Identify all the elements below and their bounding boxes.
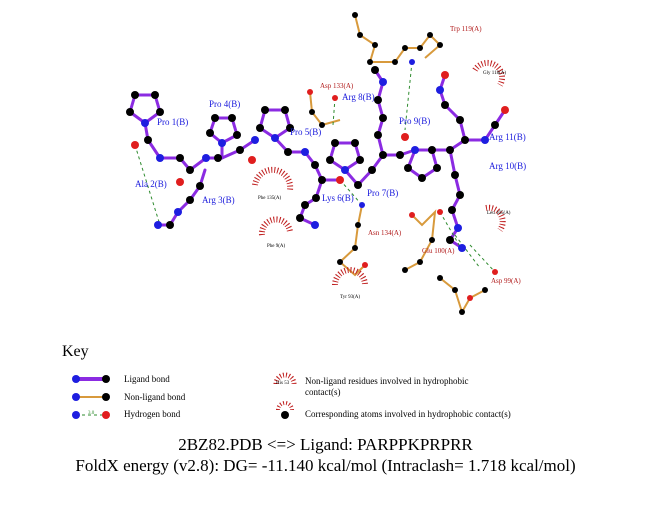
caption-title: 2BZ82.PDB <=> Ligand: PARPPKPRPRR <box>178 435 473 454</box>
label-phe135: Phe 135(A) <box>258 196 282 201</box>
key-nonligand-hydrophobic-label-line2: contact(s) <box>305 387 341 397</box>
label-leu105: Leu 105(A) <box>487 211 511 216</box>
key-nonligand-atom-left <box>72 393 80 401</box>
key-ligand-atom-left <box>72 375 80 383</box>
key-ligand-bond-label: Ligand bond <box>124 374 170 384</box>
key-hbond-atom-left <box>72 411 80 419</box>
label-trp119: Trp 119(A) <box>450 25 482 33</box>
key-ligand-atom-right <box>102 375 110 383</box>
label-pro7: Pro 7(B) <box>367 188 398 198</box>
label-pro1: Pro 1(B) <box>157 117 188 127</box>
key-symbols: 3.0 His 53 <box>72 372 297 419</box>
label-asn134: Asn 134(A) <box>368 229 402 237</box>
caption-energy: FoldX energy (v2.8): DG= -11.140 kcal/mo… <box>75 456 576 475</box>
label-tyr93: Tyr 93(A) <box>340 295 360 300</box>
label-phe9: Phe 9(A) <box>267 244 286 249</box>
label-glu100: Glu 100(A) <box>422 247 455 255</box>
label-asp99: Asp 99(A) <box>491 277 521 285</box>
hydrophobic-arcs <box>252 59 506 286</box>
label-gly118: Gly 118(A) <box>483 71 506 76</box>
key-nonligand-bond-label: Non-ligand bond <box>124 392 186 402</box>
label-pro5: Pro 5(B) <box>290 127 321 137</box>
key-hydrophobic-example: His 53 <box>276 381 290 386</box>
label-lys6: Lys 6(B) <box>322 193 354 203</box>
label-ala2: Ala 2(B) <box>135 179 167 189</box>
label-pro9: Pro 9(B) <box>399 116 430 126</box>
label-arg11: Arg 11(B) <box>489 132 526 142</box>
label-arg3: Arg 3(B) <box>202 195 235 205</box>
interaction-diagram-svg: Pro 1(B) Ala 2(B) Arg 3(B) Pro 4(B) Pro … <box>126 12 526 315</box>
key-nonligand-hydrophobic-label-line1: Non-ligand residues involved in hydropho… <box>305 376 469 386</box>
key-title: Key <box>62 343 89 360</box>
atoms <box>126 12 509 315</box>
label-asp133: Asp 133(A) <box>320 82 354 90</box>
key-hydrophobic-arc <box>273 372 297 385</box>
label-pro4: Pro 4(B) <box>209 99 240 109</box>
label-arg10: Arg 10(B) <box>489 161 526 171</box>
hydrogen-bonds <box>134 61 496 273</box>
receptor-residue-labels: Trp 119(A) Asp 133(A) Asn 134(A) Glu 100… <box>320 25 521 285</box>
key-corresponding-atoms-label: Corresponding atoms involved in hydropho… <box>305 409 511 419</box>
key-hbond-distance: 3.0 <box>88 411 95 416</box>
label-arg8: Arg 8(B) <box>342 92 375 102</box>
ligand-residue-labels: Pro 1(B) Ala 2(B) Arg 3(B) Pro 4(B) Pro … <box>135 92 526 205</box>
key-hydrogen-bond-label: Hydrogen bond <box>124 409 181 419</box>
key-nonligand-atom-right <box>102 393 110 401</box>
key-corresponding-atom <box>281 411 289 419</box>
hydrophobic-residue-labels: Gly 118(A) Phe 135(A) Phe 9(A) Leu 105(A… <box>258 71 511 300</box>
ligand-bonds <box>128 68 507 250</box>
key-hbond-atom-right <box>102 411 110 419</box>
